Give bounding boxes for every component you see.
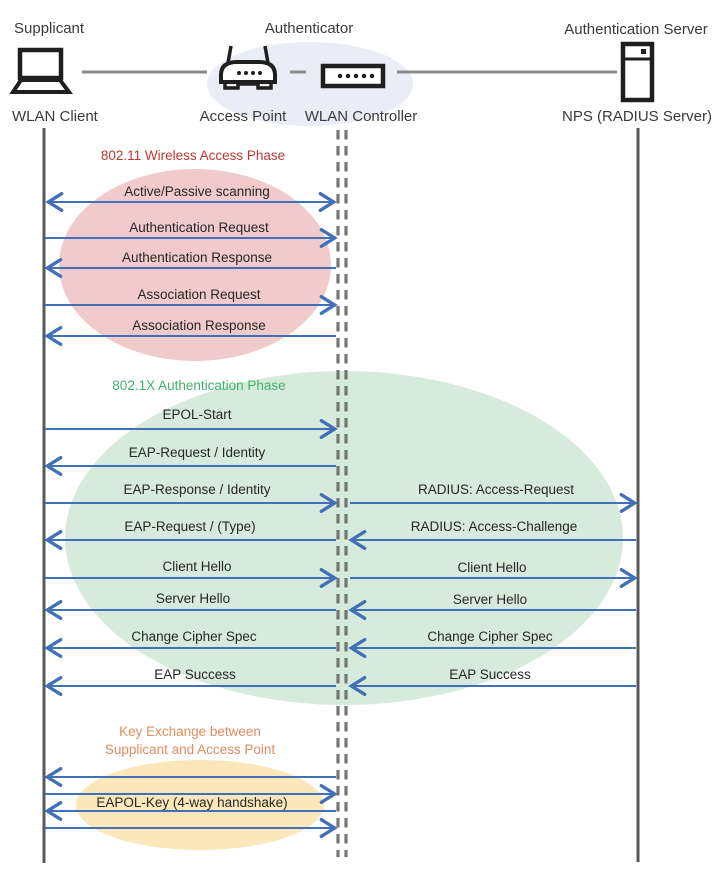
label-association-response: Association Response [132,318,266,333]
label-client-hello-left: Client Hello [162,559,231,574]
label-association-request: Association Request [137,287,260,302]
label-server-hello-left: Server Hello [156,591,230,606]
device-wlan-controller: WLAN Controller [305,108,418,125]
label-active-passive-scanning: Active/Passive scanning [124,184,270,199]
wlan-controller-icon [320,63,386,89]
label-radius-access-challenge: RADIUS: Access-Challenge [411,519,578,534]
phase3-title-line1: Key Exchange between [119,724,261,739]
laptop-icon [9,47,73,94]
label-authentication-request: Authentication Request [129,220,269,235]
label-epol-start: EPOL-Start [162,407,231,422]
phase3-title-line2: Supplicant and Access Point [105,742,276,757]
label-change-cipher-spec-right: Change Cipher Spec [427,629,553,644]
access-point-icon [219,45,277,90]
device-access-point: Access Point [200,108,288,125]
role-supplicant: Supplicant [14,20,85,37]
label-eap-success-left: EAP Success [154,667,236,682]
label-eap-request-identity: EAP-Request / Identity [129,445,266,460]
label-authentication-response: Authentication Response [122,250,272,265]
label-server-hello-right: Server Hello [453,592,527,607]
role-authenticator: Authenticator [265,20,353,37]
server-icon [620,41,655,103]
label-radius-access-request: RADIUS: Access-Request [418,482,574,497]
phase2-ellipse [65,371,623,705]
label-eap-request-type: EAP-Request / (Type) [124,519,255,534]
label-client-hello-right: Client Hello [457,560,526,575]
phase1-ellipse [59,169,331,361]
phase2-title: 802.1X Authentication Phase [112,378,285,393]
device-nps-radius-server: NPS (RADIUS Server) [562,108,712,125]
label-eap-response-identity: EAP-Response / Identity [123,482,270,497]
phase1-title: 802.11 Wireless Access Phase [101,148,285,163]
device-wlan-client: WLAN Client [12,108,99,125]
label-change-cipher-spec-left: Change Cipher Spec [131,629,257,644]
role-authentication-server: Authentication Server [564,21,707,38]
label-eapol-key-handshake: EAPOL-Key (4-way handshake) [96,795,287,810]
label-eap-success-right: EAP Success [449,667,531,682]
